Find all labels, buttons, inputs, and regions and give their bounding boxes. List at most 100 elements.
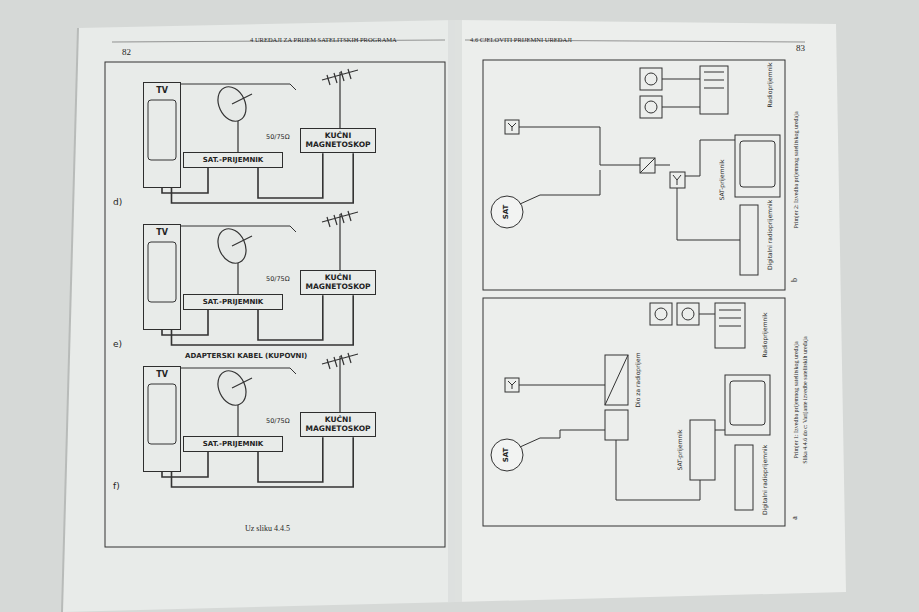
node-label: SAT.-PRIJEMNIK xyxy=(186,298,280,306)
node-label: TV xyxy=(146,86,178,95)
text-label: 82 xyxy=(122,48,131,58)
rotated-label: a xyxy=(791,516,800,520)
text-label: 4.6 CJELOVITI PRIJEMNI UREĐAJI xyxy=(470,36,572,43)
cable-connector xyxy=(172,153,354,203)
radio-part-diagonal xyxy=(605,355,628,405)
receiver-detail xyxy=(704,72,724,88)
dish-antenna xyxy=(491,439,523,471)
node-label: KUĆNI MAGNETOSKOP xyxy=(303,274,373,291)
speaker-cone xyxy=(655,308,667,320)
tv-set: TV xyxy=(143,224,181,330)
cable xyxy=(519,385,605,438)
cable-connector xyxy=(162,452,208,477)
digital-radio xyxy=(735,445,753,510)
cable xyxy=(616,440,700,500)
dish-antenna xyxy=(491,196,523,228)
speaker xyxy=(677,303,699,325)
rotated-label: Primjer 1: Izvedba prijemnog satelitskog… xyxy=(793,341,800,458)
rotated-label: SAT xyxy=(503,448,511,463)
cable-connector xyxy=(172,437,354,487)
cable xyxy=(655,165,670,166)
cable xyxy=(715,430,725,431)
receiver-box: SAT.-PRIJEMNIK xyxy=(183,436,283,452)
cable-connector xyxy=(258,437,323,482)
text-label: Uz sliku 4.4.5 xyxy=(245,525,290,534)
cable xyxy=(677,140,740,240)
text-label: 50/75Ω xyxy=(266,134,290,141)
text-label: f) xyxy=(113,482,120,492)
vcr-box: KUĆNI MAGNETOSKOP xyxy=(300,270,376,295)
tv-screen xyxy=(730,381,765,425)
radio-receiver xyxy=(700,66,728,114)
cable xyxy=(519,127,640,195)
text-label: e) xyxy=(113,340,122,350)
node-label: KUĆNI MAGNETOSKOP xyxy=(303,416,373,433)
right-page xyxy=(455,20,846,602)
splitter-box xyxy=(670,172,685,188)
yagi-symbol xyxy=(508,123,516,131)
cable-connector xyxy=(162,168,208,193)
rotated-label: Dio za radioprijem xyxy=(635,352,642,407)
cable-connector xyxy=(162,310,208,335)
dish-arm xyxy=(520,195,540,204)
tv-set xyxy=(735,135,780,197)
text-label: 4 UREĐAJI ZA PRIJEM SATELITSKIH PROGRAMA xyxy=(250,36,397,43)
vcr-box: KUĆNI MAGNETOSKOP xyxy=(300,128,376,153)
yagi-symbol xyxy=(508,381,516,389)
node-label: TV xyxy=(146,370,178,379)
dish-arm xyxy=(520,438,540,447)
speaker-wire xyxy=(662,79,700,107)
figure-frame xyxy=(483,60,785,290)
figure-frame xyxy=(105,62,445,547)
speaker xyxy=(640,96,662,118)
tv-screen xyxy=(740,141,775,187)
radio-receiver xyxy=(715,303,745,348)
converter-box xyxy=(640,158,655,173)
splitter-symbol xyxy=(673,175,681,185)
converter-diagonal xyxy=(640,158,655,173)
installation-a xyxy=(491,303,770,510)
node-label: KUĆNI MAGNETOSKOP xyxy=(303,132,373,149)
sat-receiver xyxy=(690,420,715,480)
sat-part-box xyxy=(605,410,628,440)
rotated-label: Digitalni radioprijemnik xyxy=(767,200,774,270)
speaker-wire xyxy=(699,314,715,315)
rotated-label: SAT-prijemnik xyxy=(677,430,684,471)
rotated-label: Radioprijemnik xyxy=(762,313,769,358)
page-edge xyxy=(62,28,78,612)
yagi-box xyxy=(505,378,519,392)
node-label: SAT.-PRIJEMNIK xyxy=(186,440,280,448)
digital-radio xyxy=(740,205,758,275)
text-label: d) xyxy=(113,198,122,208)
tv-set: TV xyxy=(143,366,181,472)
receiver-box: SAT.-PRIJEMNIK xyxy=(183,152,283,168)
text-label: ADAPTERSKI KABEL (KUPOVNI) xyxy=(185,353,307,361)
receiver-box: SAT.-PRIJEMNIK xyxy=(183,294,283,310)
rotated-label: Digitalni radioprijemnik xyxy=(762,445,769,515)
figure-frame xyxy=(483,298,785,526)
cable-connector xyxy=(258,295,323,340)
left-page xyxy=(62,20,455,612)
tv-set xyxy=(725,375,770,435)
rotated-label: SAT xyxy=(503,205,511,220)
speaker-cone xyxy=(682,308,694,320)
rotated-label: b xyxy=(791,278,800,282)
spine-shadow xyxy=(448,20,462,602)
node-label: TV xyxy=(146,228,178,237)
rotated-label: Radioprijemnik xyxy=(767,63,774,108)
rotated-label: SAT-prijemnik xyxy=(719,160,726,201)
speaker xyxy=(650,303,672,325)
vcr-box: KUĆNI MAGNETOSKOP xyxy=(300,412,376,437)
node-label: SAT.-PRIJEMNIK xyxy=(186,156,280,164)
yagi-box xyxy=(505,120,519,134)
rotated-label: Primjer 2: Izvedba prijemnog satelitskog… xyxy=(793,111,800,228)
text-label: 50/75Ω xyxy=(266,418,290,425)
cable-connector xyxy=(258,153,323,198)
speaker xyxy=(640,68,662,90)
tv-set: TV xyxy=(143,82,181,188)
speaker-cone xyxy=(645,73,657,85)
rotated-label: Slika 4.4.6 do c: Varijante izvedbe sate… xyxy=(802,336,809,463)
